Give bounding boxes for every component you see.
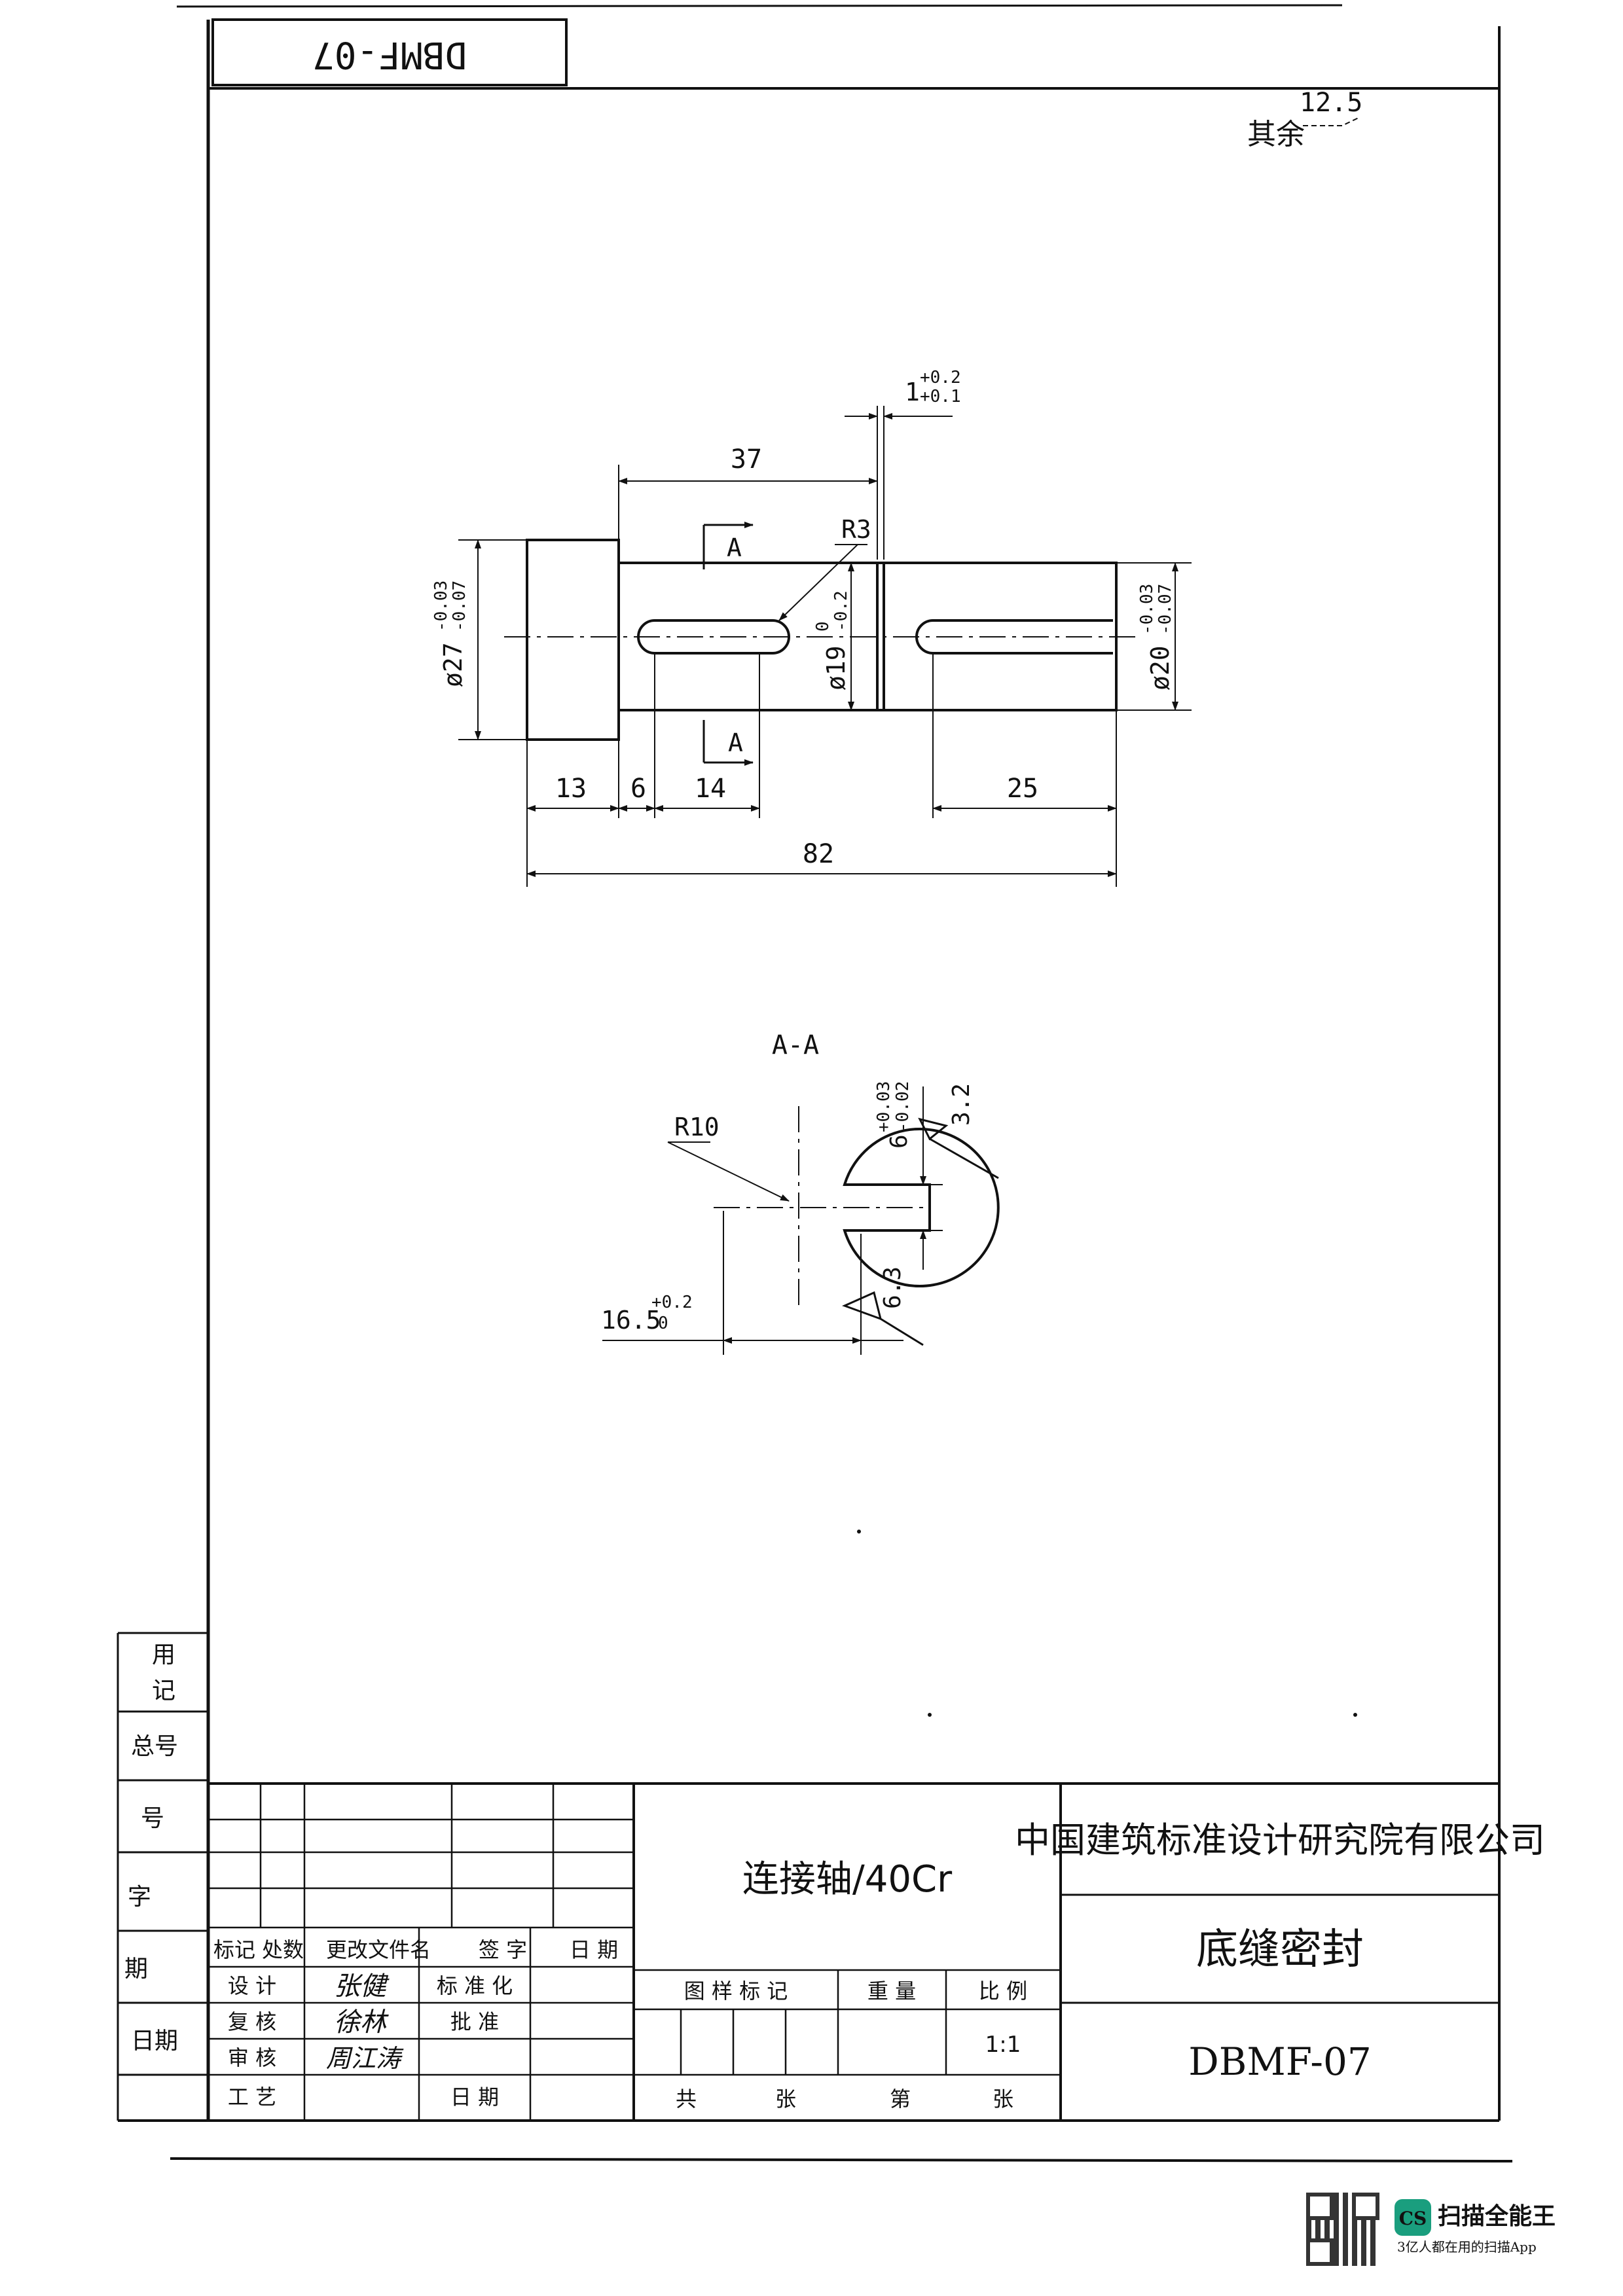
total-sheets-label: 共 [676,2087,697,2111]
scan-dots [857,1530,1357,1717]
rev-header-sign: 签 字 [479,1937,527,1962]
corner-stamp-text: DBMF-07 [312,33,467,76]
approve-label: 批 准 [450,2009,499,2034]
sheet-unit-2: 张 [993,2087,1013,2111]
key-width-tol-upper: +0.03 [874,1081,894,1132]
left-strip-row4: 字 [128,1884,151,1910]
section-view [602,1086,1000,1355]
review-sign: 徐林 [334,2007,389,2037]
roughness-note-value: 12.5 [1300,88,1362,118]
section-mark-bottom [702,720,754,766]
dim-bottom [526,655,1117,887]
dia27-tol-lower: -0.07 [450,581,469,632]
main-view [458,406,1192,887]
brand-name: 扫描全能王 [1438,2202,1556,2230]
cs-logo-icon: CS [1395,2199,1431,2236]
dia19-tol-lower: -0.2 [831,590,851,632]
r3-label: R3 [841,515,871,544]
dim-gap-value: 1 [905,378,920,406]
check-sign: 周江涛 [326,2044,404,2073]
left-strip-row2: 总号 [131,1733,178,1760]
dim-82-value: 82 [803,839,834,869]
dim-gap-tol-lower: +0.1 [920,387,961,406]
date-label: 日 期 [450,2085,499,2109]
pattern-mark-label: 图 样 标 记 [684,1979,788,2003]
section-title: A-A [772,1030,819,1060]
left-strip-row1b: 记 [152,1677,175,1704]
dim-25-value: 25 [1007,774,1038,804]
weight-label: 重 量 [867,1979,916,2003]
depth-label: 16.5 [601,1306,661,1335]
rev-header-mark: 标记 [213,1937,255,1962]
rev-header-file: 更改文件名 [326,1937,431,1962]
sheet-unit-1: 张 [775,2087,796,2111]
r3-leader [778,544,858,621]
qr-code [1306,2193,1379,2266]
dia27-label: ø27 [439,642,467,687]
title-block-labels: 标记 处数 更改文件名 签 字 日 期 设 计 张健 复 核 徐林 审 核 周江… [213,1820,1545,2111]
drawing-title: 底缝密封 [1196,1926,1364,1974]
r10-label: R10 [674,1113,720,1141]
dim-37 [618,465,878,560]
left-strip-labels: 用 记 总号 号 字 期 日期 [124,1641,178,2054]
craft-label: 工 艺 [228,2085,276,2109]
shaft-outline [526,539,1118,741]
key-width-label: 6 [886,1134,913,1149]
dim-6-value: 6 [630,774,646,804]
design-sign: 张健 [334,1971,390,2001]
dim-gap-tol-upper: +0.2 [920,368,961,387]
corner-stamp: DBMF-07 [211,18,568,86]
depth-tol-lower: 0 [658,1314,668,1333]
section-mark-top [702,522,754,569]
scale-value: 1:1 [985,2032,1021,2058]
dia20-tol-upper: -0.03 [1137,584,1157,635]
roughness-note-prefix: 其余 [1247,118,1305,151]
dia20-label: ø20 [1146,645,1175,691]
dia19-tol-upper: 0 [813,621,833,632]
sheet-no-label: 第 [890,2087,911,2111]
scale-label: 比 例 [979,1979,1027,2003]
cs-logo-text: CS [1399,2208,1427,2229]
key-width-tol-lower: -0.02 [893,1081,913,1132]
roughness-symbol-bottom [841,1291,924,1346]
dim-13-value: 13 [555,774,587,804]
design-label: 设 计 [228,1973,276,1998]
left-strip-row5: 期 [124,1956,148,1982]
left-strip-row6: 日期 [131,2028,178,2054]
main-view-labels: 1 +0.2 +0.1 37 R3 A A ø27 -0.03 -0.07 ø1… [431,368,1175,869]
section-circle [843,1128,1000,1287]
roughness-note: 其余 12.5 [1247,88,1362,151]
rev-header-count: 处数 [262,1937,304,1962]
dim-14-value: 14 [695,774,726,804]
left-strip [117,1632,208,2121]
section-view-labels: A-A R10 6 +0.03 -0.02 3.2 6.3 16.5 +0.2 … [601,1030,975,1335]
scanner-watermark: CS 扫描全能王 3亿人都在用的扫描App [1395,2194,1604,2257]
dim-dia27 [458,539,527,740]
company-name: 中国建筑标准设计研究院有限公司 [1015,1820,1545,1861]
left-strip-row1a: 用 [152,1641,175,1668]
roughness-symbol-top [918,1117,999,1179]
drawing-number: DBMF-07 [1188,2039,1372,2084]
dim-dia20 [1116,562,1192,711]
dia20-tol-lower: -0.07 [1156,584,1175,635]
depth-tol-upper: +0.2 [651,1293,693,1312]
title-block [208,1782,1499,2121]
part-name: 连接轴/40Cr [742,1858,953,1901]
brand-tagline: 3亿人都在用的扫描App [1397,2239,1537,2255]
sheet-frame [118,4,1513,2162]
dia19-label: ø19 [822,645,850,691]
check-label: 审 核 [228,2045,276,2070]
rev-header-date: 日 期 [570,1937,618,1962]
left-strip-row3: 号 [141,1805,164,1832]
section-mark-top-label: A [727,533,742,562]
dia27-tol-upper: -0.03 [431,581,451,632]
roughness-bottom-value: 6.3 [879,1266,906,1309]
review-label: 复 核 [228,2009,276,2034]
dim-37-value: 37 [731,444,762,475]
section-mark-bottom-label: A [728,728,743,757]
standard-label: 标 准 化 [437,1973,513,1998]
roughness-top-value: 3.2 [948,1083,975,1126]
